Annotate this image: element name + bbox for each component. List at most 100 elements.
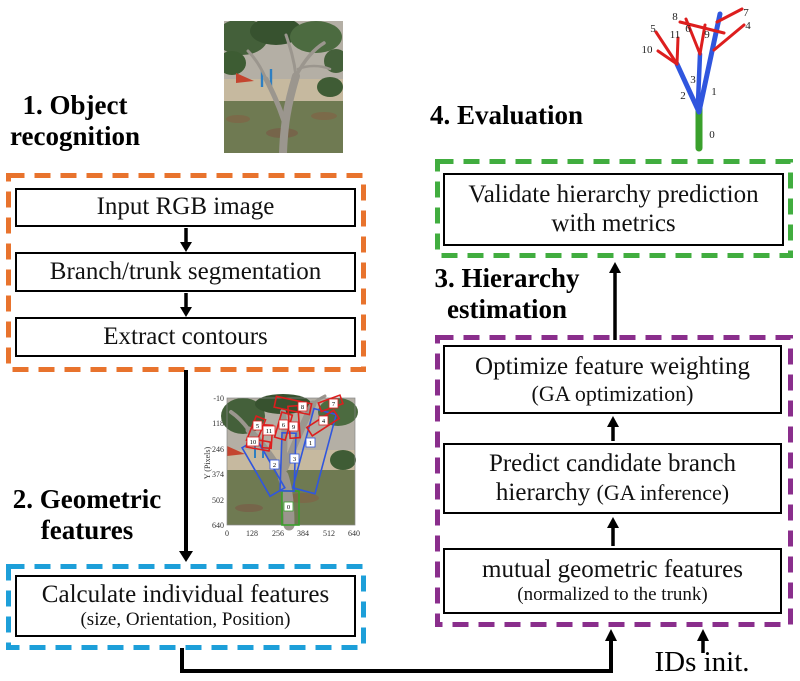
svg-text:1: 1 bbox=[309, 440, 312, 447]
branch6-bbox bbox=[273, 411, 294, 442]
slide-shape bbox=[236, 73, 254, 83]
branch11-bbox bbox=[261, 423, 274, 450]
plot-photo bbox=[221, 394, 358, 531]
box-contours: Extract contours bbox=[15, 317, 356, 357]
svg-text:3: 3 bbox=[293, 456, 296, 463]
heading-object-recognition: 1. Object recognition bbox=[10, 90, 140, 152]
trunk-branches bbox=[246, 33, 332, 153]
svg-text:640: 640 bbox=[348, 529, 360, 538]
svg-text:-10: -10 bbox=[213, 394, 224, 403]
box-segmentation: Branch/trunk segmentation bbox=[15, 252, 356, 292]
svg-text:0: 0 bbox=[709, 129, 715, 141]
box-validate-line2: with metrics bbox=[551, 209, 676, 237]
branch9-bbox bbox=[287, 404, 301, 440]
box-optimize-line2: (GA optimization) bbox=[531, 381, 694, 407]
box-contours-label: Extract contours bbox=[103, 322, 268, 350]
arrowhead bbox=[605, 629, 617, 641]
svg-text:5: 5 bbox=[256, 423, 259, 430]
box-predict-line2b: (GA inference) bbox=[596, 479, 730, 505]
schematic-branch2 bbox=[674, 61, 702, 115]
svg-text:8: 8 bbox=[301, 404, 304, 411]
arrowhead bbox=[179, 551, 193, 562]
svg-text:3: 3 bbox=[690, 74, 696, 86]
box-predict-line1: Predict candidate branch bbox=[488, 450, 737, 477]
svg-text:512: 512 bbox=[323, 529, 335, 538]
svg-text:502: 502 bbox=[212, 496, 224, 505]
svg-text:9: 9 bbox=[292, 424, 295, 431]
arrowhead bbox=[180, 242, 192, 252]
branch7-bbox bbox=[317, 394, 345, 413]
svg-text:10: 10 bbox=[250, 439, 257, 446]
svg-text:0: 0 bbox=[287, 504, 290, 511]
svg-text:4: 4 bbox=[745, 20, 751, 32]
svg-text:118: 118 bbox=[212, 419, 224, 428]
schematic-branch1 bbox=[696, 11, 723, 115]
box-predict-line2a: hierarchy bbox=[495, 478, 597, 506]
connector-calc-to-mutual bbox=[180, 640, 613, 673]
svg-text:246: 246 bbox=[212, 445, 224, 454]
box-input-rgb: Input RGB image bbox=[15, 188, 356, 227]
arrowhead bbox=[607, 416, 619, 427]
box-optimize-line1: Optimize feature weighting bbox=[475, 352, 750, 380]
feature-plot: Y (Pixels) -10 118 246 374 502 640 0 128… bbox=[203, 394, 360, 538]
svg-text:384: 384 bbox=[297, 529, 309, 538]
hierarchy-schematic: 0 1 2 3 4 5 6 7 8 9 10 11 bbox=[642, 7, 752, 152]
schematic-id-labels: 0 1 2 3 4 5 6 7 8 9 10 11 bbox=[642, 7, 752, 141]
branch10-bbox bbox=[245, 437, 272, 452]
trunk-bbox bbox=[281, 490, 300, 526]
svg-text:374: 374 bbox=[212, 470, 224, 479]
box-calc-features: Calculate individual features (size, Ori… bbox=[15, 575, 356, 637]
box-mutual: mutual geometric features (normalized to… bbox=[443, 548, 782, 614]
plot-y-axis-label: Y (Pixels) bbox=[203, 446, 212, 479]
heading-hierarchy-estimation: 3. Hierarchy estimation bbox=[434, 263, 580, 325]
svg-text:6: 6 bbox=[685, 23, 691, 35]
arrowhead bbox=[180, 307, 192, 317]
svg-text:10: 10 bbox=[642, 44, 654, 56]
svg-text:7: 7 bbox=[743, 7, 749, 19]
schematic-branch3 bbox=[695, 51, 703, 105]
svg-text:256: 256 bbox=[272, 529, 284, 538]
box-segmentation-label: Branch/trunk segmentation bbox=[49, 257, 322, 285]
box-validate: Validate hierarchy prediction with metri… bbox=[443, 173, 784, 246]
svg-text:7: 7 bbox=[332, 401, 336, 408]
svg-text:8: 8 bbox=[672, 11, 678, 23]
box-validate-line1: Validate hierarchy prediction bbox=[468, 181, 759, 208]
branch5-bbox bbox=[245, 415, 267, 445]
svg-text:128: 128 bbox=[246, 529, 258, 538]
arrowhead bbox=[697, 629, 709, 641]
branch3-bbox bbox=[279, 431, 297, 493]
schematic-twigs bbox=[654, 7, 746, 66]
box-optimize: Optimize feature weighting (GA optimizat… bbox=[443, 345, 782, 414]
box-calc-features-line1: Calculate individual features bbox=[41, 581, 330, 609]
svg-text:640: 640 bbox=[212, 521, 224, 530]
branch8-bbox bbox=[273, 395, 313, 416]
box-calc-features-line2: (size, Orientation, Position) bbox=[80, 608, 291, 630]
heading-geometric-features: 2. Geometric features bbox=[12, 484, 162, 546]
svg-text:11: 11 bbox=[266, 428, 272, 435]
plot-y-ticks: -10 118 246 374 502 640 bbox=[212, 394, 224, 530]
branch-id-chips: 0 1 2 3 4 5 6 7 8 9 10 11 bbox=[246, 398, 339, 512]
branch-bounding-boxes bbox=[240, 394, 345, 526]
svg-text:9: 9 bbox=[704, 29, 710, 41]
tree-photo bbox=[224, 21, 343, 153]
box-predict-line2: hierarchy (GA inference) bbox=[496, 479, 729, 508]
svg-text:2: 2 bbox=[680, 90, 686, 102]
svg-text:6: 6 bbox=[282, 422, 286, 429]
arrowhead bbox=[607, 517, 619, 528]
svg-text:1: 1 bbox=[711, 86, 717, 98]
box-input-rgb-label: Input RGB image bbox=[96, 193, 275, 221]
box-mutual-line2: (normalized to the trunk) bbox=[517, 583, 708, 605]
arrowhead bbox=[609, 262, 621, 273]
branch2-bbox bbox=[240, 438, 286, 498]
plot-x-ticks: 0 128 256 384 512 640 bbox=[225, 529, 360, 538]
branch4-bbox bbox=[305, 408, 341, 438]
schematic-branches bbox=[654, 7, 746, 152]
heading-evaluation: 4. Evaluation bbox=[430, 100, 584, 130]
ids-init-label: IDs init. bbox=[654, 646, 750, 678]
box-predict: Predict candidate branch hierarchy (GA i… bbox=[443, 443, 782, 514]
branch1-bbox bbox=[291, 407, 338, 495]
svg-text:5: 5 bbox=[650, 23, 656, 35]
svg-text:0: 0 bbox=[225, 529, 229, 538]
svg-text:11: 11 bbox=[670, 29, 681, 41]
